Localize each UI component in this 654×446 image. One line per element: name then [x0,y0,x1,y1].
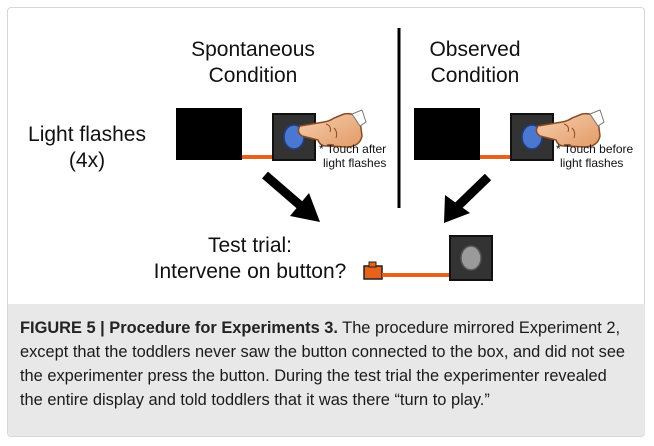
right-touch-note-1: * Touch before [556,142,633,156]
test-trial-question: Intervene on button? [154,260,347,283]
figure-caption: FIGURE 5 | Procedure for Experiments 3. … [20,316,630,412]
caption-box [8,304,645,436]
test-gray-button [460,245,482,271]
left-light-box [176,108,242,160]
right-light-box [414,108,480,160]
figure-label: FIGURE 5 | Procedure for Experiments 3. [20,319,338,337]
right-arrow-icon [444,173,492,223]
caption-text: The procedure mirrored Experiment 2, exc… [20,319,626,409]
procedure-diagram: Spontaneous Condition Observed Condition… [28,28,633,283]
left-pointing-hand-icon [297,109,367,148]
left-condition-title-1: Spontaneous [191,38,315,61]
right-condition-title-2: Condition [431,64,520,87]
light-flashes-count: (4x) [69,149,105,172]
right-condition-title-1: Observed [429,38,520,61]
test-trial-label: Test trial: [208,234,292,257]
test-small-box-nub [368,261,377,268]
right-touch-note-2: light flashes [560,156,623,170]
left-arrow-icon [262,171,320,222]
left-touch-note-2: light flashes [323,156,386,170]
left-condition-title-2: Condition [209,64,298,87]
left-touch-note-1: * Touch after [319,142,386,156]
right-pointing-hand-icon [535,109,605,148]
light-flashes-label: Light flashes [28,123,146,146]
test-small-orange-box [363,265,383,280]
